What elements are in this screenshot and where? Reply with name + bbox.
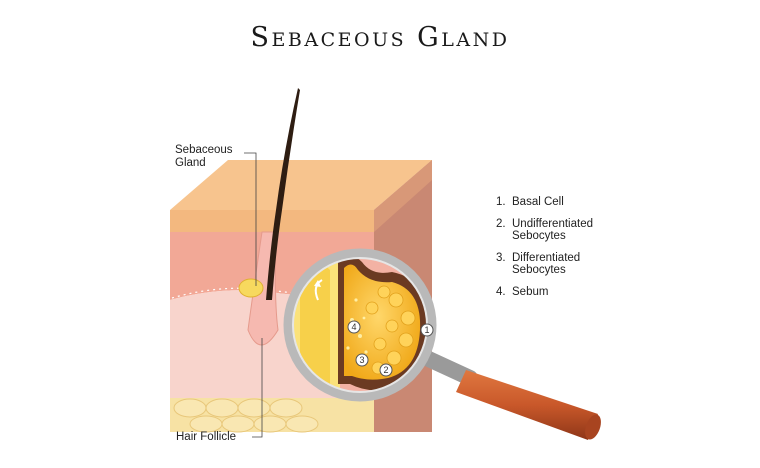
legend-text: Basal Cell [512,196,564,208]
marker-1-text: 1 [424,325,429,335]
marker-2-text: 2 [383,365,388,375]
legend-text: Sebum [512,285,549,298]
marker-2 [379,363,393,377]
magnifier-ring [283,248,437,402]
hair-shaft [266,88,300,300]
legend-item: 4. Sebum [496,286,696,299]
legend-text: Differentiated Sebocytes [512,251,581,277]
marker-4 [347,320,361,334]
marker-3 [355,353,369,367]
legend-number: 2. [496,217,506,230]
legend-item: 2. Undifferentiated Sebocytes [496,218,696,243]
label-sebaceous-gland: Sebaceous Gland [175,144,233,169]
legend-item: 1. Basal Cell [496,196,696,209]
epidermis-front [170,210,374,232]
magnifier-handle [412,347,601,440]
leader-sebaceous-gland [244,152,257,286]
legend-number: 3. [496,251,506,264]
marker-3-text: 3 [359,355,364,365]
legend-number: 4. [496,285,506,298]
legend-text: Undifferentiated Sebocytes [512,217,593,243]
marker-1 [420,323,434,337]
marker-4-text: 4 [351,322,356,332]
diagram-title: Sebaceous Gland [250,22,510,53]
legend: 1. Basal Cell 2. Undifferentiated Sebocy… [496,196,696,307]
label-hair-follicle: Hair Follicle [176,431,237,443]
leader-hair-follicle [252,338,263,438]
sebaceous-gland-small [238,278,264,298]
epidermis-top [170,160,432,210]
legend-item: 3. Differentiated Sebocytes [496,252,696,277]
legend-number: 1. [496,196,506,208]
